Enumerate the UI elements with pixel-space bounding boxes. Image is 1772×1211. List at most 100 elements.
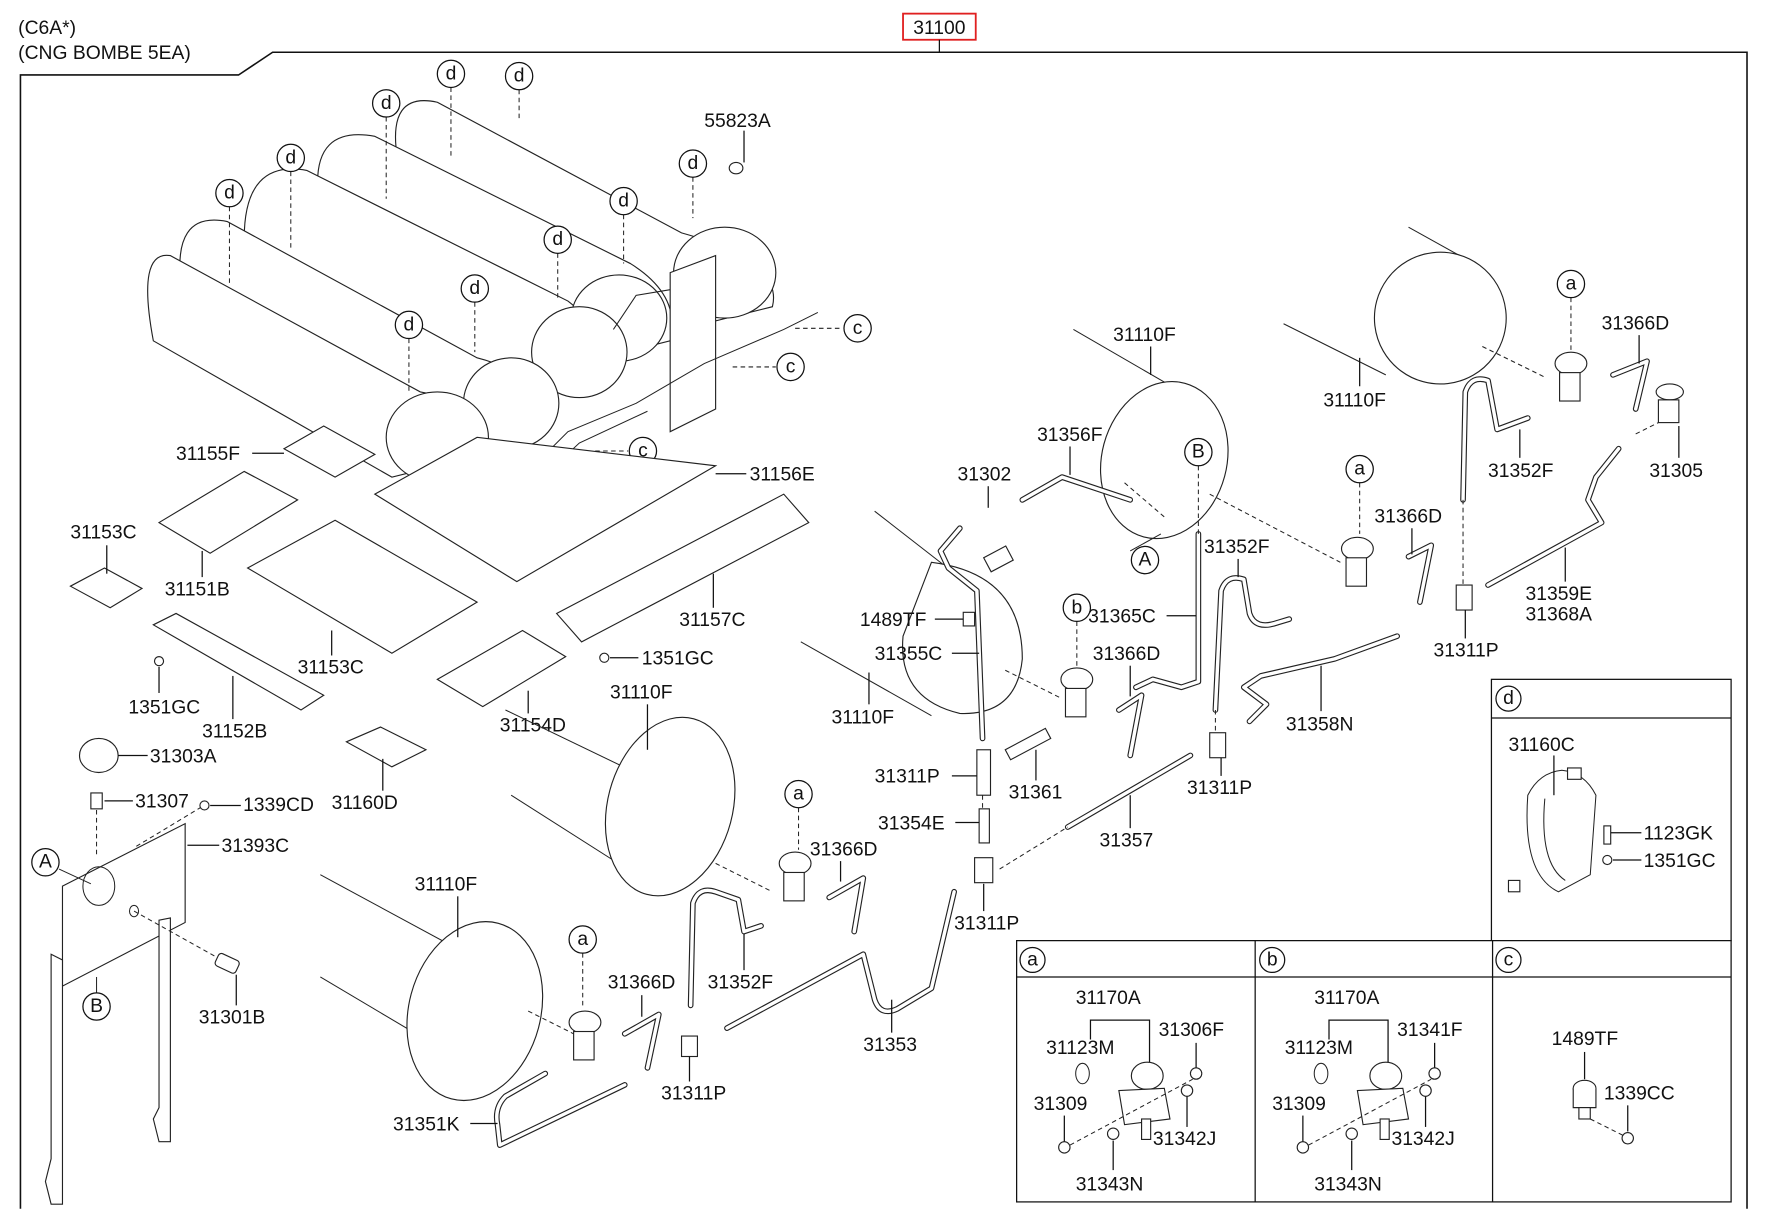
label-31366D-lower-center[interactable]: 31366D — [810, 839, 878, 860]
label-31301B[interactable]: 31301B — [199, 1008, 266, 1029]
label-31110F-d[interactable]: 31110F — [1113, 325, 1176, 346]
callout-B-tank[interactable]: B — [1184, 437, 1213, 534]
callout-d[interactable]: d — [276, 143, 306, 250]
inset-panel-a: a 31170A 31123M 31306F 31309 31342J 3134… — [1019, 946, 1225, 1196]
label-31342J-b[interactable]: 31342J — [1391, 1129, 1454, 1150]
callout-d[interactable]: d — [215, 178, 244, 285]
label-31311P-lower[interactable]: 31311P — [661, 1084, 726, 1105]
callout-a-lower-left[interactable]: a — [568, 925, 597, 1009]
svg-text:a: a — [1027, 949, 1038, 970]
callout-d[interactable]: d — [678, 149, 708, 219]
label-31357[interactable]: 31357 — [1100, 830, 1154, 851]
callout-a-upper-right[interactable]: a — [1556, 269, 1586, 350]
label-1339CC[interactable]: 1339CC — [1604, 1084, 1675, 1105]
label-31356F[interactable]: 31356F — [1037, 425, 1103, 446]
label-1351GC-a[interactable]: 1351GC — [642, 649, 714, 670]
callout-d[interactable]: d — [394, 310, 424, 392]
svg-text:d: d — [469, 278, 480, 299]
label-1351GC-inset[interactable]: 1351GC — [1644, 851, 1716, 872]
callout-a-lower-center[interactable]: a — [784, 779, 813, 850]
label-31311P-mid-right[interactable]: 31311P — [1187, 778, 1252, 799]
label-31352F-upper-right[interactable]: 31352F — [1488, 461, 1554, 482]
callout-d[interactable]: d — [609, 186, 638, 264]
label-31393C[interactable]: 31393C — [221, 836, 289, 857]
label-31160C[interactable]: 31160C — [1508, 735, 1574, 756]
label-31365C[interactable]: 31365C — [1088, 607, 1156, 628]
callout-d[interactable]: d — [371, 89, 401, 199]
svg-text:c: c — [853, 318, 863, 339]
label-31368A[interactable]: 31368A — [1526, 604, 1593, 625]
label-31352F-mid[interactable]: 31352F — [1204, 537, 1270, 558]
main-part-number[interactable]: 31100 — [902, 12, 977, 53]
label-31358N[interactable]: 31358N — [1286, 714, 1354, 735]
label-31343N-b[interactable]: 31343N — [1314, 1175, 1382, 1196]
label-31342J-a[interactable]: 31342J — [1153, 1129, 1216, 1150]
label-31110F-b[interactable]: 31110F — [610, 683, 673, 704]
label-31160D[interactable]: 31160D — [332, 793, 398, 814]
cng-tank-cluster — [147, 100, 819, 501]
label-31110F-a[interactable]: 31110F — [415, 875, 478, 896]
label-31170A-a[interactable]: 31170A — [1076, 988, 1141, 1009]
label-31305[interactable]: 31305 — [1649, 461, 1703, 482]
label-31153C-mid[interactable]: 31153C — [298, 658, 364, 679]
callout-B-bracket[interactable]: B — [82, 976, 111, 1021]
svg-text:d: d — [552, 229, 563, 250]
svg-text:B: B — [90, 996, 103, 1017]
label-31311P-mid-left[interactable]: 31311P — [875, 767, 940, 788]
main-part-label[interactable]: 31100 — [913, 18, 965, 39]
label-31366D-lower-left[interactable]: 31366D — [608, 972, 676, 993]
label-1489TF-inset[interactable]: 1489TF — [1552, 1029, 1619, 1050]
callout-c[interactable]: c — [795, 314, 872, 343]
label-31341F[interactable]: 31341F — [1397, 1020, 1463, 1041]
svg-text:a: a — [577, 929, 588, 950]
label-31309-b[interactable]: 31309 — [1272, 1094, 1326, 1115]
label-31123M-b[interactable]: 31123M — [1285, 1038, 1353, 1059]
label-31366D-mid[interactable]: 31366D — [1093, 644, 1161, 665]
label-1123GK[interactable]: 1123GK — [1644, 824, 1714, 845]
label-31110F-c[interactable]: 31110F — [831, 708, 894, 729]
callout-a-right-mid[interactable]: a — [1345, 454, 1374, 534]
label-31307[interactable]: 31307 — [135, 792, 189, 813]
label-31303A[interactable]: 31303A — [150, 746, 217, 767]
label-31123M-a[interactable]: 31123M — [1046, 1038, 1114, 1059]
label-31311P-center[interactable]: 31311P — [954, 913, 1019, 934]
label-31152B[interactable]: 31152B — [202, 721, 267, 742]
label-31366D-upper-right[interactable]: 31366D — [1602, 313, 1670, 334]
label-31309-a[interactable]: 31309 — [1034, 1094, 1088, 1115]
label-31343N-a[interactable]: 31343N — [1076, 1175, 1144, 1196]
label-31110F-e[interactable]: 31110F — [1323, 391, 1386, 412]
callout-c[interactable]: c — [732, 352, 805, 382]
label-31153C-top[interactable]: 31153C — [70, 522, 136, 543]
label-1489TF[interactable]: 1489TF — [860, 610, 927, 631]
label-31311P-right[interactable]: 31311P — [1434, 641, 1499, 662]
label-31361[interactable]: 31361 — [1009, 783, 1063, 804]
label-55823A[interactable]: 55823A — [704, 111, 771, 132]
label-31355C[interactable]: 31355C — [875, 644, 943, 665]
callout-A-tank[interactable]: A — [1129, 533, 1162, 575]
label-31154D[interactable]: 31154D — [500, 716, 566, 737]
label-31353[interactable]: 31353 — [863, 1035, 917, 1056]
label-31156E[interactable]: 31156E — [750, 465, 815, 486]
washer-part — [153, 656, 165, 667]
label-31352F-lower[interactable]: 31352F — [708, 972, 774, 993]
label-31157C[interactable]: 31157C — [679, 610, 745, 631]
label-1351GC-b[interactable]: 1351GC — [128, 697, 200, 718]
callout-b-middle[interactable]: b — [1062, 593, 1092, 666]
label-31302[interactable]: 31302 — [958, 465, 1012, 486]
label-31366D-right-mid[interactable]: 31366D — [1374, 507, 1442, 528]
callout-d[interactable]: d — [543, 225, 572, 298]
label-31306F[interactable]: 31306F — [1159, 1020, 1225, 1041]
callout-d[interactable]: d — [504, 61, 534, 120]
callout-d[interactable]: d — [460, 274, 490, 353]
label-31359E[interactable]: 31359E — [1526, 584, 1593, 605]
label-31170A-b[interactable]: 31170A — [1314, 988, 1379, 1009]
label-1339CD[interactable]: 1339CD — [243, 795, 314, 816]
label-31151B[interactable]: 31151B — [165, 579, 230, 600]
label-31354E[interactable]: 31354E — [878, 813, 945, 834]
callout-A-bracket[interactable]: A — [31, 847, 92, 885]
assembly-frame — [19, 51, 1748, 1209]
label-31155F[interactable]: 31155F — [176, 444, 240, 465]
callout-d[interactable]: d — [436, 59, 466, 160]
label-31351K[interactable]: 31351K — [393, 1114, 460, 1135]
svg-text:d: d — [381, 93, 392, 114]
